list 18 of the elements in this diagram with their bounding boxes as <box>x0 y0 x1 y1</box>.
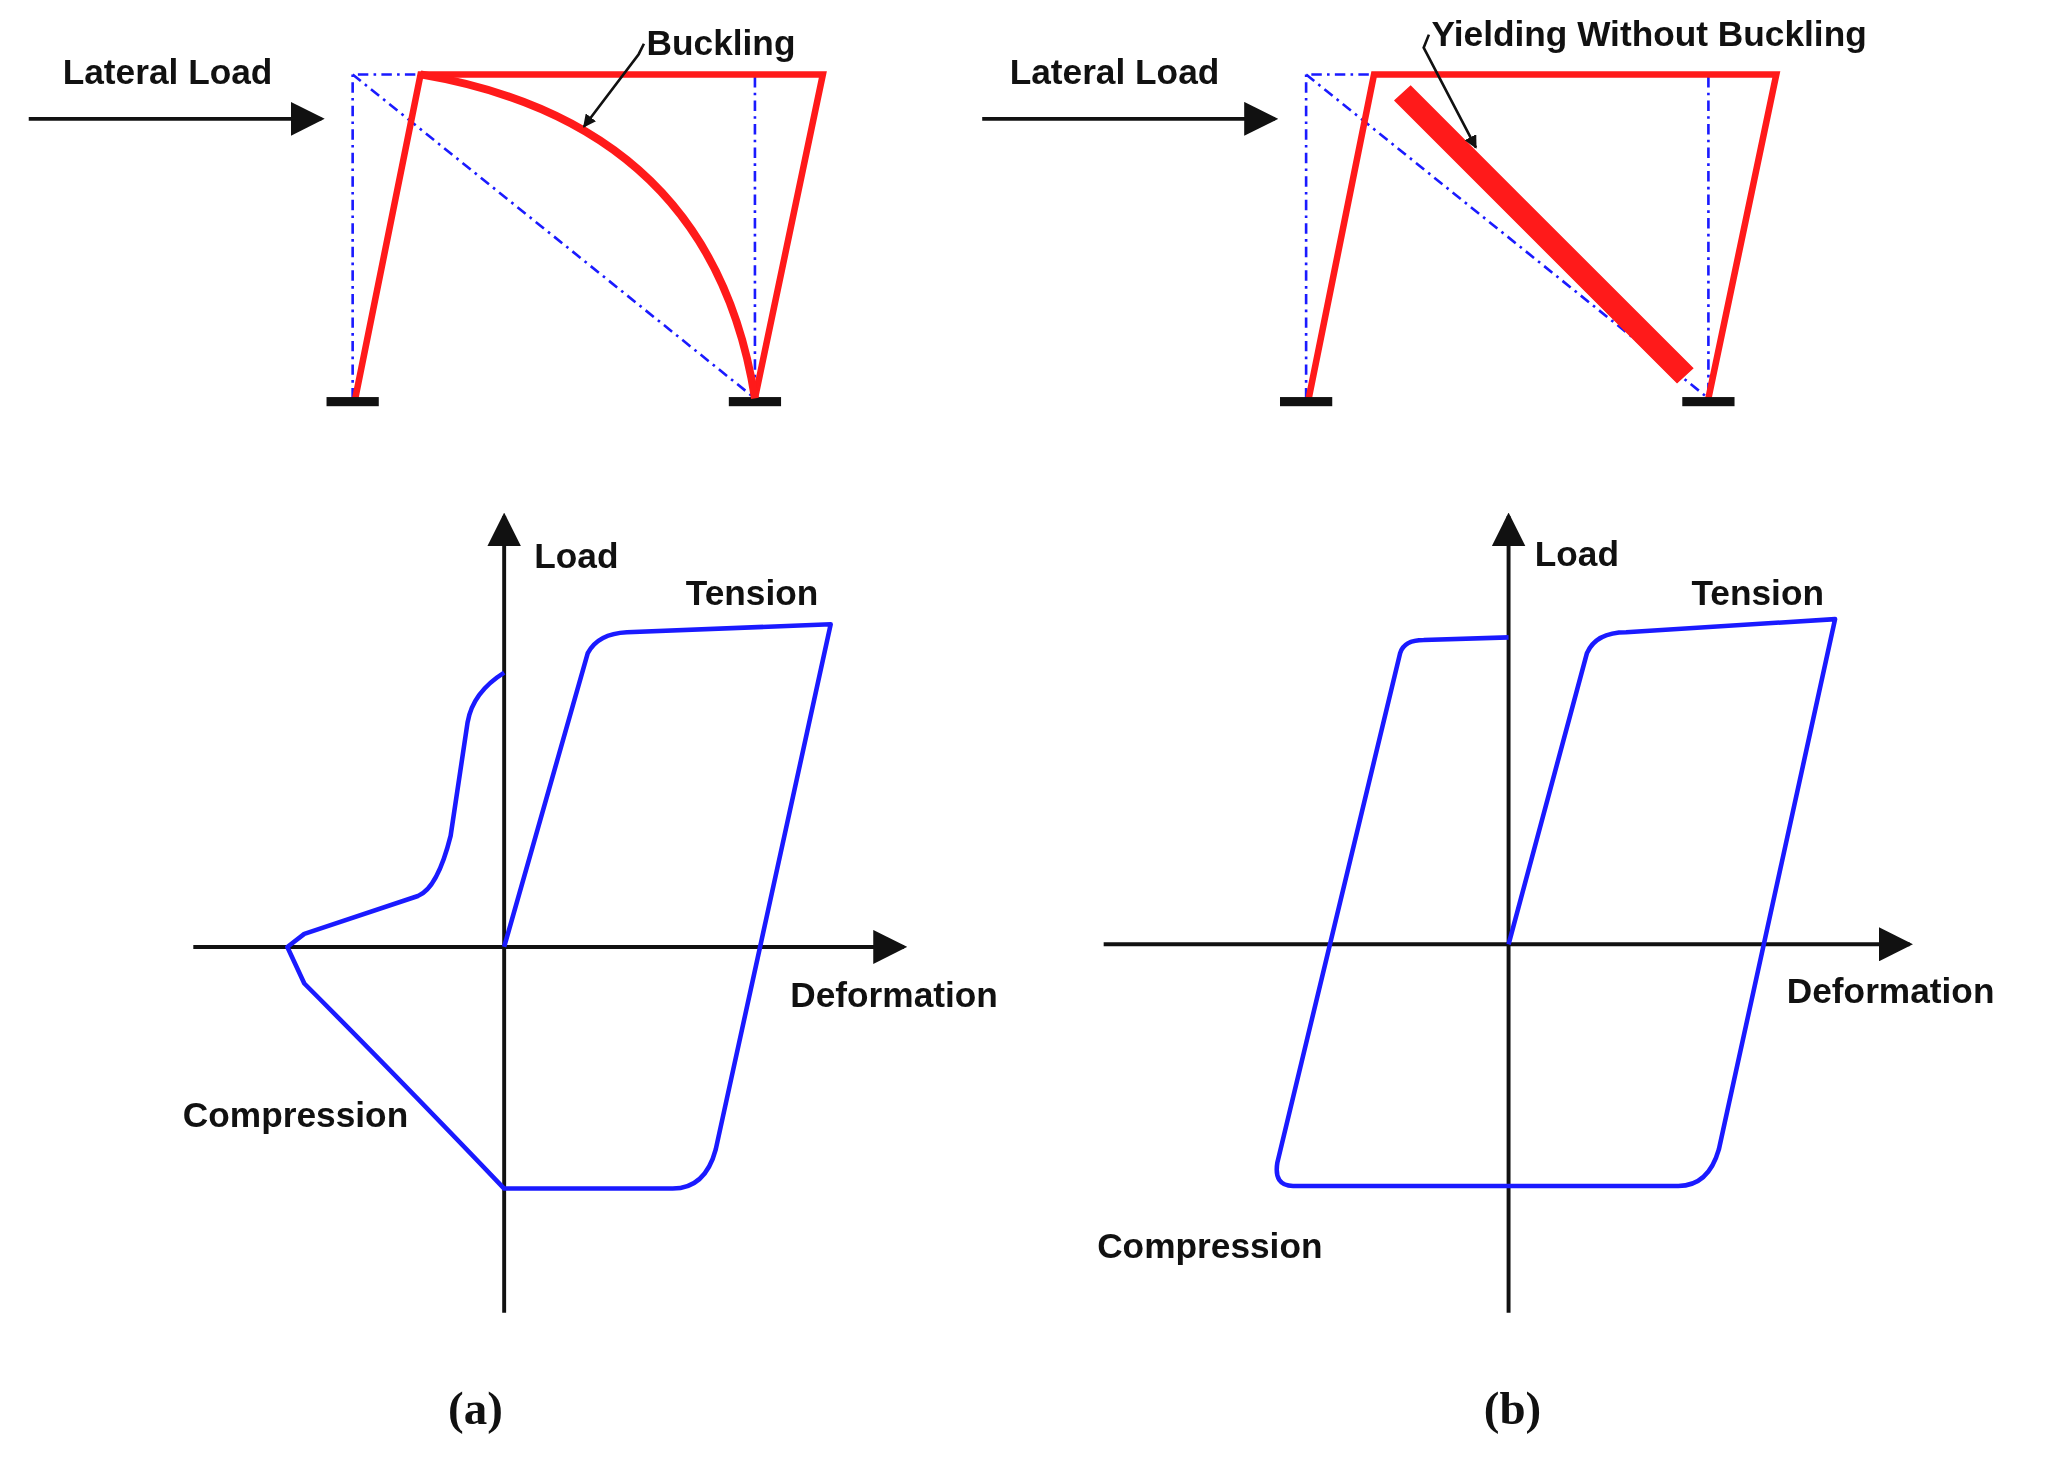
buckled-brace <box>419 70 759 400</box>
axis-label: Deformation <box>1786 974 1995 1010</box>
axis-label: Deformation <box>790 978 998 1014</box>
callout-text: Buckling <box>646 26 796 62</box>
curve-label: Tension <box>685 576 819 612</box>
callout-text: Yielding Without Buckling <box>1431 17 1867 53</box>
load-label: Lateral Load <box>62 54 273 91</box>
curve-label: Tension <box>1691 576 1824 612</box>
curve-label: Compression <box>1097 1229 1323 1265</box>
curve-label: Compression <box>182 1098 409 1134</box>
leader-line <box>582 43 646 128</box>
panel-label: (a) <box>448 1384 503 1432</box>
yielded-brace <box>1394 85 1694 384</box>
axis-label: Load <box>534 539 619 575</box>
leader-line <box>1422 34 1478 149</box>
panel-label: (b) <box>1483 1384 1542 1432</box>
load-label: Lateral Load <box>1009 54 1220 91</box>
axis-label: Load <box>1534 536 1619 573</box>
